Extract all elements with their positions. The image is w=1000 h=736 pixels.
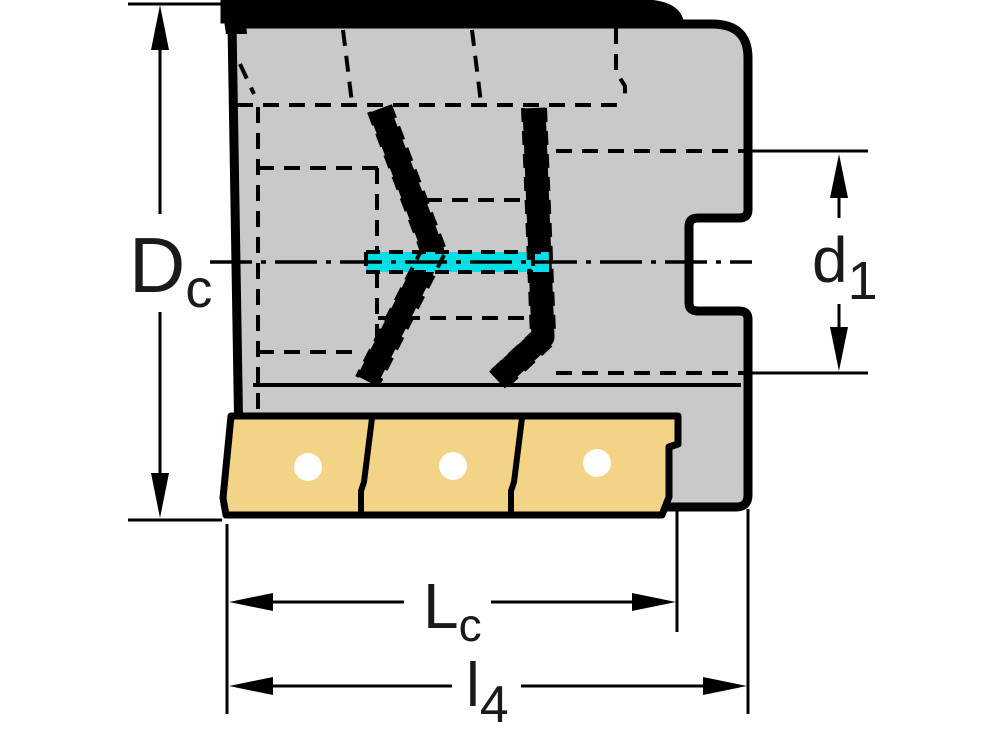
hidden-pocket-line-3 [614,28,627,103]
hidden-pocket-line-1 [341,29,354,104]
arrowhead-up [830,154,848,198]
channel-border [367,111,425,255]
coolant-channel-right [489,107,555,389]
arrowhead-down [830,327,848,371]
arrowhead-up [151,5,169,50]
insert-band [219,412,682,519]
label-subscript: c [185,259,213,319]
label-bore-diameter: d 1 [812,228,878,308]
arrowhead-left [229,677,273,695]
insert-divider [358,417,375,513]
dimension-d1 [744,149,868,375]
hidden-pocket-line-2 [470,29,483,104]
channel-border [388,104,446,248]
insert-divider [508,417,525,513]
top-left-edge-fill [221,0,247,34]
coolant-channel-borders [355,104,556,390]
label-main: D [129,221,186,309]
hidden-corner-chamfer [238,63,256,95]
arrowhead-down [151,473,169,518]
arrowhead-left [229,593,273,611]
coolant-channel-left [357,105,444,386]
label-overall-length: l 4 [466,651,509,734]
arrowhead-right [703,677,747,695]
label-cutting-length: L c [423,574,482,648]
label-subscript: 4 [479,676,509,734]
label-main: d [812,224,848,296]
insert-screw-hole [294,453,322,481]
dimension-Lc [225,511,679,714]
coolant-channels [355,104,556,390]
channel-border [376,254,446,386]
channel-border [543,107,556,335]
channel-border [488,328,538,375]
insert-screw-hole [439,452,467,480]
channel-border [503,343,553,390]
label-subscript: c [458,599,482,651]
label-main: l [466,651,480,720]
dimension-l4 [229,509,750,714]
dimension-Dc [128,2,224,522]
top-clamp-band [220,0,684,24]
insert-screw-hole [583,449,611,477]
label-cutting-diameter: D c [129,226,212,316]
label-subscript: 1 [847,251,878,311]
arrowhead-right [632,593,676,611]
channel-border [521,107,534,338]
label-main: L [423,570,459,642]
channel-border [355,246,425,378]
